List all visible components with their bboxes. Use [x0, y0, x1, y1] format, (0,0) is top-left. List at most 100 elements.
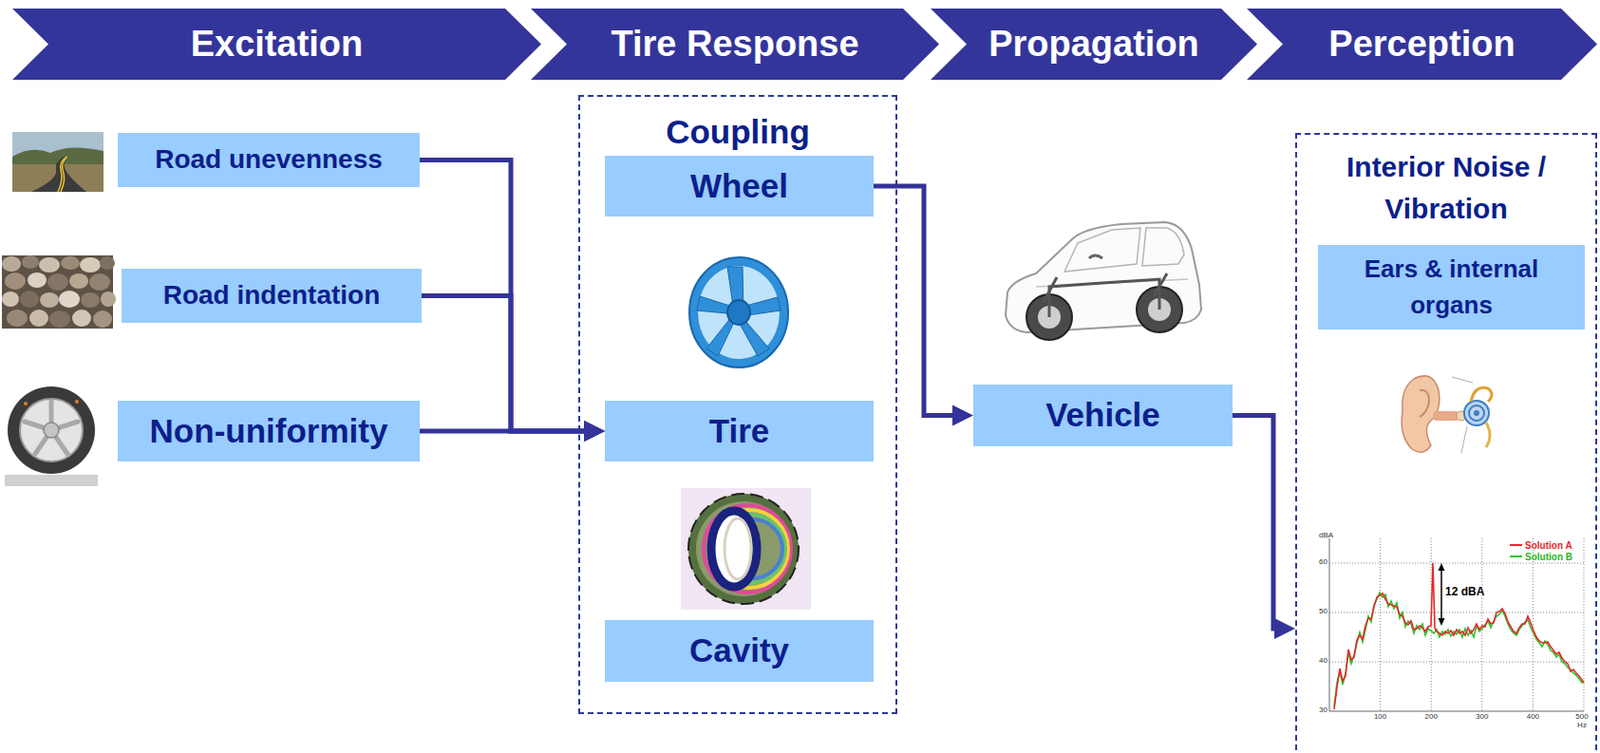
noise-spectrum-chart-part-part	[1583, 538, 1585, 712]
vehicle-sketch	[997, 210, 1207, 355]
ear-anatomy-part	[1473, 410, 1480, 416]
tire-cavity-model-part	[703, 505, 791, 593]
wheel-icon-part	[23, 401, 28, 406]
noise-spectrum-chart-part	[1334, 592, 1584, 707]
noise-spectrum-chart-part-part	[1329, 661, 1584, 663]
pebbles-photo-part	[69, 273, 89, 289]
node-title: Perception	[1328, 23, 1515, 66]
noise-spectrum-chart-part-part	[1329, 563, 1584, 565]
pebbles-photo-part	[4, 272, 26, 290]
wheel-icon-part	[75, 399, 79, 404]
connector-line	[421, 296, 586, 433]
wheel-icon	[4, 382, 98, 488]
noise-spectrum-chart-part-part	[1532, 538, 1534, 712]
node-title: Propagation	[988, 23, 1200, 66]
ear-anatomy-part	[1464, 400, 1489, 426]
pebbles-photo-part	[93, 310, 113, 328]
pebbles-photo-part	[29, 309, 49, 327]
tire-cavity-model-part	[688, 493, 799, 604]
ear-anatomy-part	[1451, 376, 1473, 383]
ear-anatomy-part	[1470, 387, 1492, 402]
node-title: Ears & internal organs	[1325, 251, 1578, 323]
node-title: Road unevenness	[154, 144, 383, 175]
vehicle-sketch-part	[1043, 273, 1168, 318]
pebbles-photo-part	[38, 257, 60, 273]
road-photo-part	[12, 131, 104, 192]
pebbles-photo-part	[80, 292, 100, 308]
flow-connector	[419, 420, 605, 442]
process-box: Tire	[604, 400, 874, 462]
vehicle-sketch-part	[1142, 227, 1185, 266]
tire-cavity-model-part	[724, 518, 752, 580]
road-photo-part	[60, 156, 68, 192]
node-title: Tire Response	[610, 23, 859, 66]
noise-spectrum-chart-part-part	[1379, 538, 1381, 712]
axis-label: 500	[1572, 713, 1592, 722]
process-box: Vehicle	[973, 384, 1233, 447]
pebbles-photo-part	[99, 256, 115, 270]
noise-spectrum-chart-part	[1316, 530, 1585, 715]
flow-connector	[419, 160, 605, 443]
noise-spectrum-chart-part	[1329, 538, 1584, 712]
noise-spectrum-chart-part	[1509, 555, 1523, 558]
ear-anatomy-part	[1419, 390, 1430, 417]
connector-line	[873, 186, 955, 416]
connector-line	[419, 160, 586, 433]
ear-anatomy	[1394, 369, 1503, 462]
axis-label: 50	[1312, 607, 1328, 617]
axis-label: 100	[1371, 713, 1391, 722]
arrow-head	[952, 405, 974, 427]
group-frame: CouplingWheelTireCavity	[578, 94, 898, 715]
pebbles-photo-part	[1, 255, 113, 329]
stage-chevron: Tire Response	[530, 8, 940, 80]
process-box: Ears & internal organs	[1317, 244, 1585, 330]
flow-connector	[1232, 415, 1296, 640]
wheel-rim-model-part	[689, 257, 789, 368]
ear-anatomy-part	[1432, 411, 1460, 421]
noise-spectrum-chart-part	[1438, 618, 1446, 626]
node-title: Excitation	[190, 23, 364, 66]
axis-label: 400	[1523, 713, 1543, 722]
axis-label: 40	[1312, 657, 1328, 666]
legend-text: Solution A	[1524, 540, 1573, 551]
process-box: Cavity	[604, 620, 874, 682]
chevron-fill	[930, 8, 1258, 80]
difference-annotation: 12 dBA	[1445, 585, 1493, 599]
wheel-icon-part	[19, 398, 83, 462]
arrow-head	[1274, 618, 1296, 640]
wheel-rim-model-part	[727, 300, 751, 325]
noise-spectrum-chart-part	[1329, 711, 1584, 713]
tire-cavity-model-part	[696, 501, 791, 597]
noise-spectrum-chart-part	[1329, 538, 1331, 712]
node-title: Wheel	[690, 162, 789, 211]
noise-spectrum-chart-part	[1334, 563, 1584, 710]
process-box: Wheel	[604, 155, 874, 217]
node-title: Road indentation	[163, 280, 381, 311]
node-title: Coupling	[589, 108, 886, 157]
arrow-head	[583, 420, 605, 442]
road-photo-part	[31, 156, 87, 192]
pebbles-photo-part	[6, 309, 28, 327]
pebbles-photo-part	[1, 256, 21, 272]
wheel-icon-part	[7, 386, 95, 474]
stage-chevron: Excitation	[12, 8, 542, 80]
noise-spectrum-chart-part-part	[1329, 612, 1584, 614]
tire-cavity-model-part	[710, 509, 789, 588]
pebbles-photo-part	[39, 292, 59, 308]
wheel-icon-part	[24, 401, 78, 454]
pebbles-photo-part	[58, 290, 80, 308]
vehicle-sketch-part	[1089, 255, 1103, 259]
axis-label: 30	[1312, 706, 1328, 716]
axis-label: Hz	[1572, 721, 1592, 731]
axis-label: 200	[1421, 713, 1441, 722]
noise-spectrum-chart-part	[1438, 563, 1446, 571]
ear-anatomy-part	[1486, 422, 1490, 448]
tire-cavity-model-part	[711, 510, 757, 587]
chevron-fill	[12, 8, 542, 80]
axis-label: 60	[1312, 558, 1328, 567]
vehicle-sketch-part	[1064, 227, 1141, 272]
pebbles-photo-part	[100, 291, 116, 307]
stage-chevron: Perception	[1246, 8, 1598, 80]
tire-cavity-model-part	[680, 488, 811, 610]
